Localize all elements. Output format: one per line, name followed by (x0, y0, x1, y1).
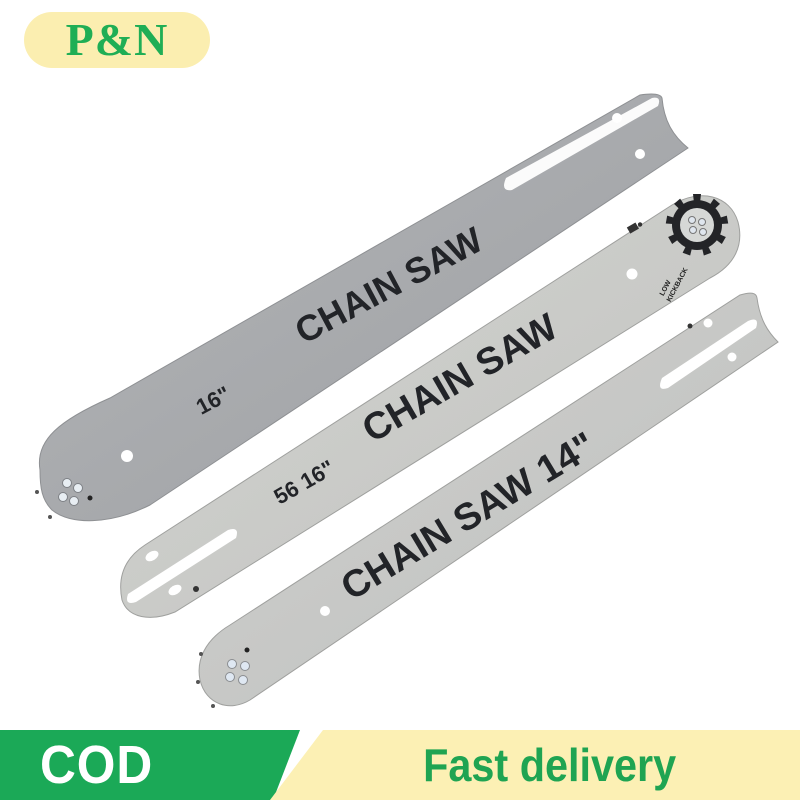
fast-delivery-badge: Fast delivery (270, 730, 800, 800)
promo-banner: COD Fast delivery (0, 730, 800, 800)
cod-label: COD (40, 735, 154, 795)
fast-delivery-label: Fast delivery (423, 739, 677, 791)
blade-top (35, 93, 689, 522)
brand-logo: P&N (24, 12, 210, 68)
blade-bottom (196, 292, 779, 708)
cod-badge: COD (0, 730, 300, 800)
sprocket-icon (665, 194, 729, 256)
blade-middle (120, 194, 741, 618)
brand-logo-text: P&N (65, 14, 169, 65)
oil-symbol-icon (626, 222, 643, 234)
